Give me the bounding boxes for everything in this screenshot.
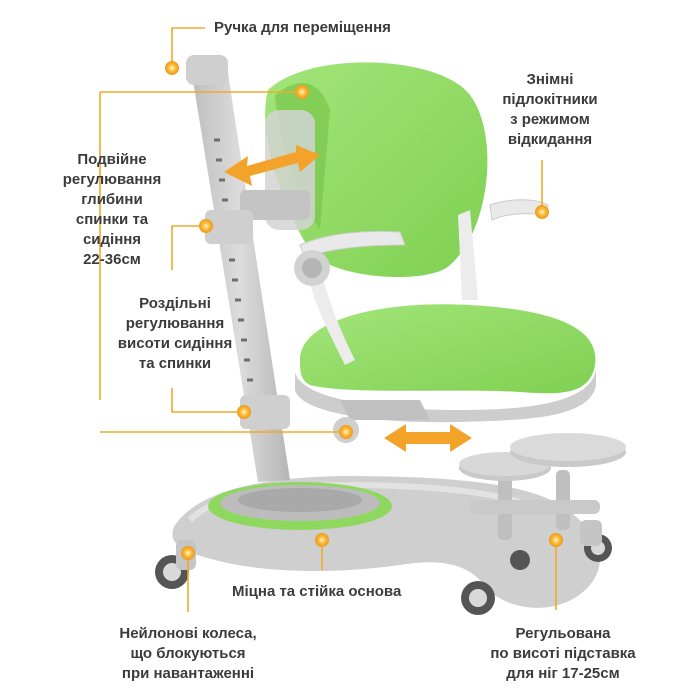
label-armrests-line: з режимом bbox=[510, 111, 590, 128]
label-handle-text: Ручка для переміщення bbox=[214, 19, 391, 36]
callout-dot-armrest bbox=[535, 205, 549, 219]
seat bbox=[295, 304, 596, 423]
label-footrest: Регульована по висоті підставка для ніг … bbox=[478, 624, 648, 684]
callout-dot-handle bbox=[165, 61, 179, 75]
label-wheels-line: при навантаженні bbox=[121, 665, 255, 682]
callout-dots bbox=[165, 61, 563, 560]
label-armrests: Знімні підлокітники з режимом відкидання bbox=[470, 70, 630, 150]
label-depth-line: глибини bbox=[81, 191, 143, 208]
label-height-line: Роздільні bbox=[139, 295, 211, 312]
footrest-arrow bbox=[384, 424, 472, 452]
label-base-text: Міцна та стійка основа bbox=[232, 583, 402, 600]
callout-dot-wheels bbox=[181, 546, 195, 560]
label-depth-line: сидіння bbox=[82, 231, 142, 248]
label-depth-line: Подвійне bbox=[77, 151, 147, 168]
callout-dot-base bbox=[315, 533, 329, 547]
callout-dot-backrest bbox=[295, 85, 309, 99]
footrest bbox=[459, 433, 626, 540]
label-footrest-line: Регульована bbox=[515, 625, 611, 642]
label-handle: Ручка для переміщення bbox=[214, 18, 391, 38]
callout-dot-knob bbox=[339, 425, 353, 439]
callout-lines bbox=[99, 27, 557, 612]
label-armrests-line: підлокітники bbox=[502, 91, 598, 108]
backrest bbox=[240, 62, 488, 277]
label-wheels-line: Нейлонові колеса, bbox=[119, 625, 257, 642]
armrests bbox=[294, 199, 549, 365]
label-armrests-line: відкидання bbox=[507, 131, 593, 148]
callout-dot-depth bbox=[199, 219, 213, 233]
label-wheels-line: що блокуються bbox=[130, 645, 246, 662]
label-height: Роздільні регулювання висоти сидіння та … bbox=[100, 294, 250, 374]
label-height-line: та спинки bbox=[138, 355, 212, 372]
label-depth: Подвійне регулювання глибини спинки та с… bbox=[52, 150, 172, 270]
label-footrest-line: по висоті підставка bbox=[490, 645, 636, 662]
label-base: Міцна та стійка основа bbox=[232, 582, 401, 602]
label-armrests-line: Знімні bbox=[526, 71, 574, 88]
label-footrest-line: для ніг 17-25см bbox=[506, 665, 620, 682]
callout-dot-footrest bbox=[549, 533, 563, 547]
depth-arrow bbox=[224, 145, 320, 186]
label-depth-line: регулювання bbox=[62, 171, 162, 188]
callout-dot-height bbox=[237, 405, 251, 419]
label-wheels: Нейлонові колеса, що блокуються при нава… bbox=[100, 624, 276, 684]
label-depth-line: спинки та bbox=[75, 211, 149, 228]
label-depth-line: 22-36см bbox=[83, 251, 141, 268]
label-height-line: регулювання bbox=[125, 315, 225, 332]
wheels bbox=[155, 520, 612, 615]
label-height-line: висоти сидіння bbox=[117, 335, 233, 352]
